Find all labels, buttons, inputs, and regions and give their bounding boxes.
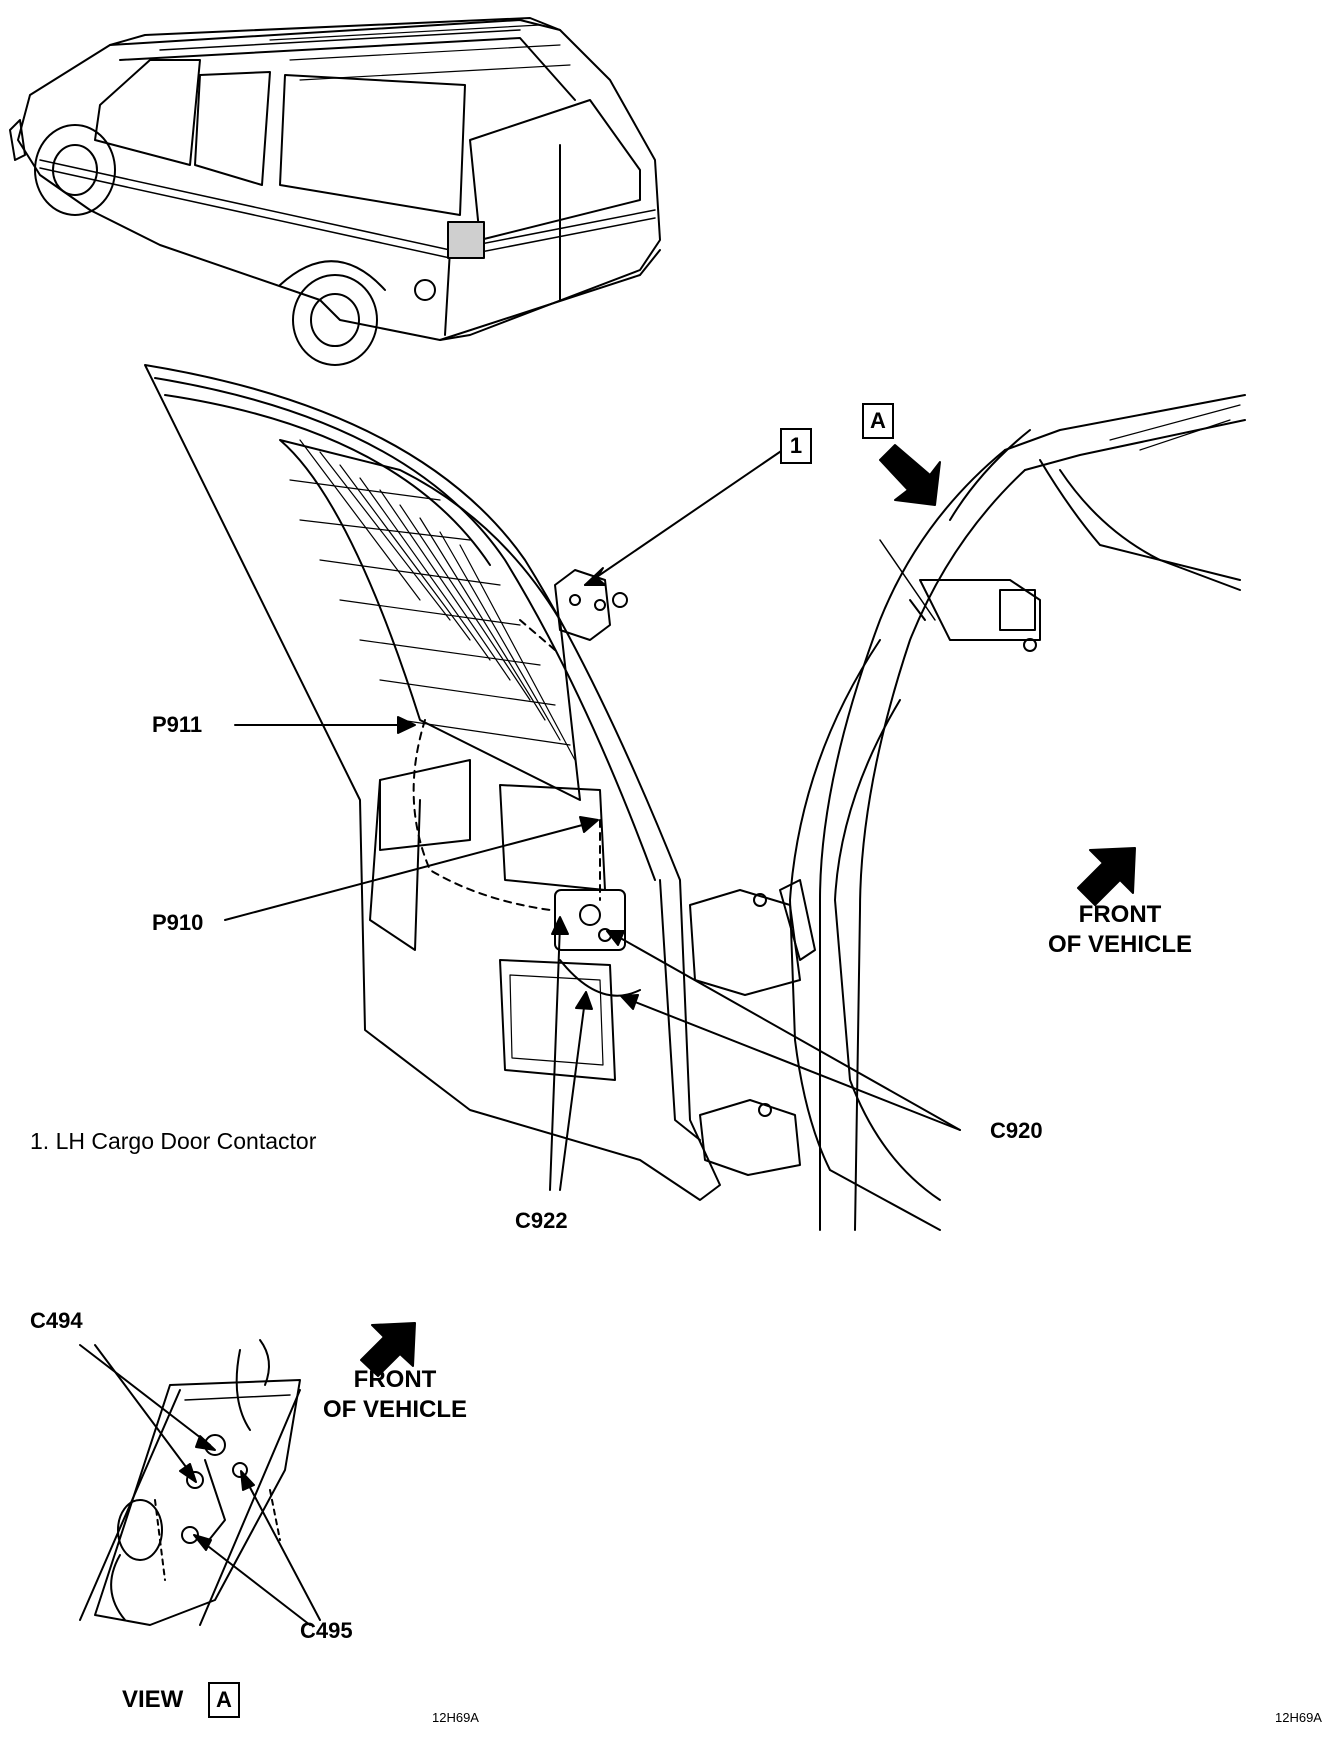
cargo-door-illustration — [144, 364, 721, 1201]
view-a-inset-illustration — [79, 1339, 321, 1626]
callout-view-a-box: A — [862, 403, 894, 439]
label-p910: P910 — [152, 910, 204, 935]
leader-lines — [224, 444, 961, 1191]
view-label-prefix: VIEW — [122, 1686, 184, 1713]
front-of-vehicle-main-line1: FRONT — [1078, 901, 1162, 928]
front-of-vehicle-inset: FRONT OF VEHICLE — [310, 1365, 480, 1425]
front-arrow-main-icon — [1077, 847, 1136, 906]
label-c494: C494 — [30, 1308, 83, 1333]
view-a-arrow — [879, 444, 941, 506]
body-pillar-illustration — [689, 394, 1246, 1231]
legend-item-1: 1. LH Cargo Door Contactor — [30, 1128, 317, 1154]
front-of-vehicle-main-line2: OF VEHICLE — [1047, 931, 1192, 958]
front-of-vehicle-inset-line1: FRONT — [353, 1366, 437, 1393]
figure-code-right: 12H69A — [1275, 1710, 1322, 1725]
label-p911: P911 — [152, 712, 203, 737]
callout-1-box: 1 — [780, 428, 812, 464]
front-arrow-inset-icon — [360, 1322, 416, 1377]
door-hinge-upper — [554, 569, 628, 641]
front-of-vehicle-inset-line2: OF VEHICLE — [322, 1396, 467, 1423]
figure-code-center: 12H69A — [432, 1710, 479, 1725]
label-c920: C920 — [990, 1118, 1043, 1143]
vehicle-illustration — [9, 17, 661, 366]
view-label-letter-box: A — [208, 1682, 240, 1718]
front-of-vehicle-main: FRONT OF VEHICLE — [1030, 900, 1210, 960]
label-c495: C495 — [300, 1618, 353, 1643]
label-c922: C922 — [515, 1208, 568, 1233]
